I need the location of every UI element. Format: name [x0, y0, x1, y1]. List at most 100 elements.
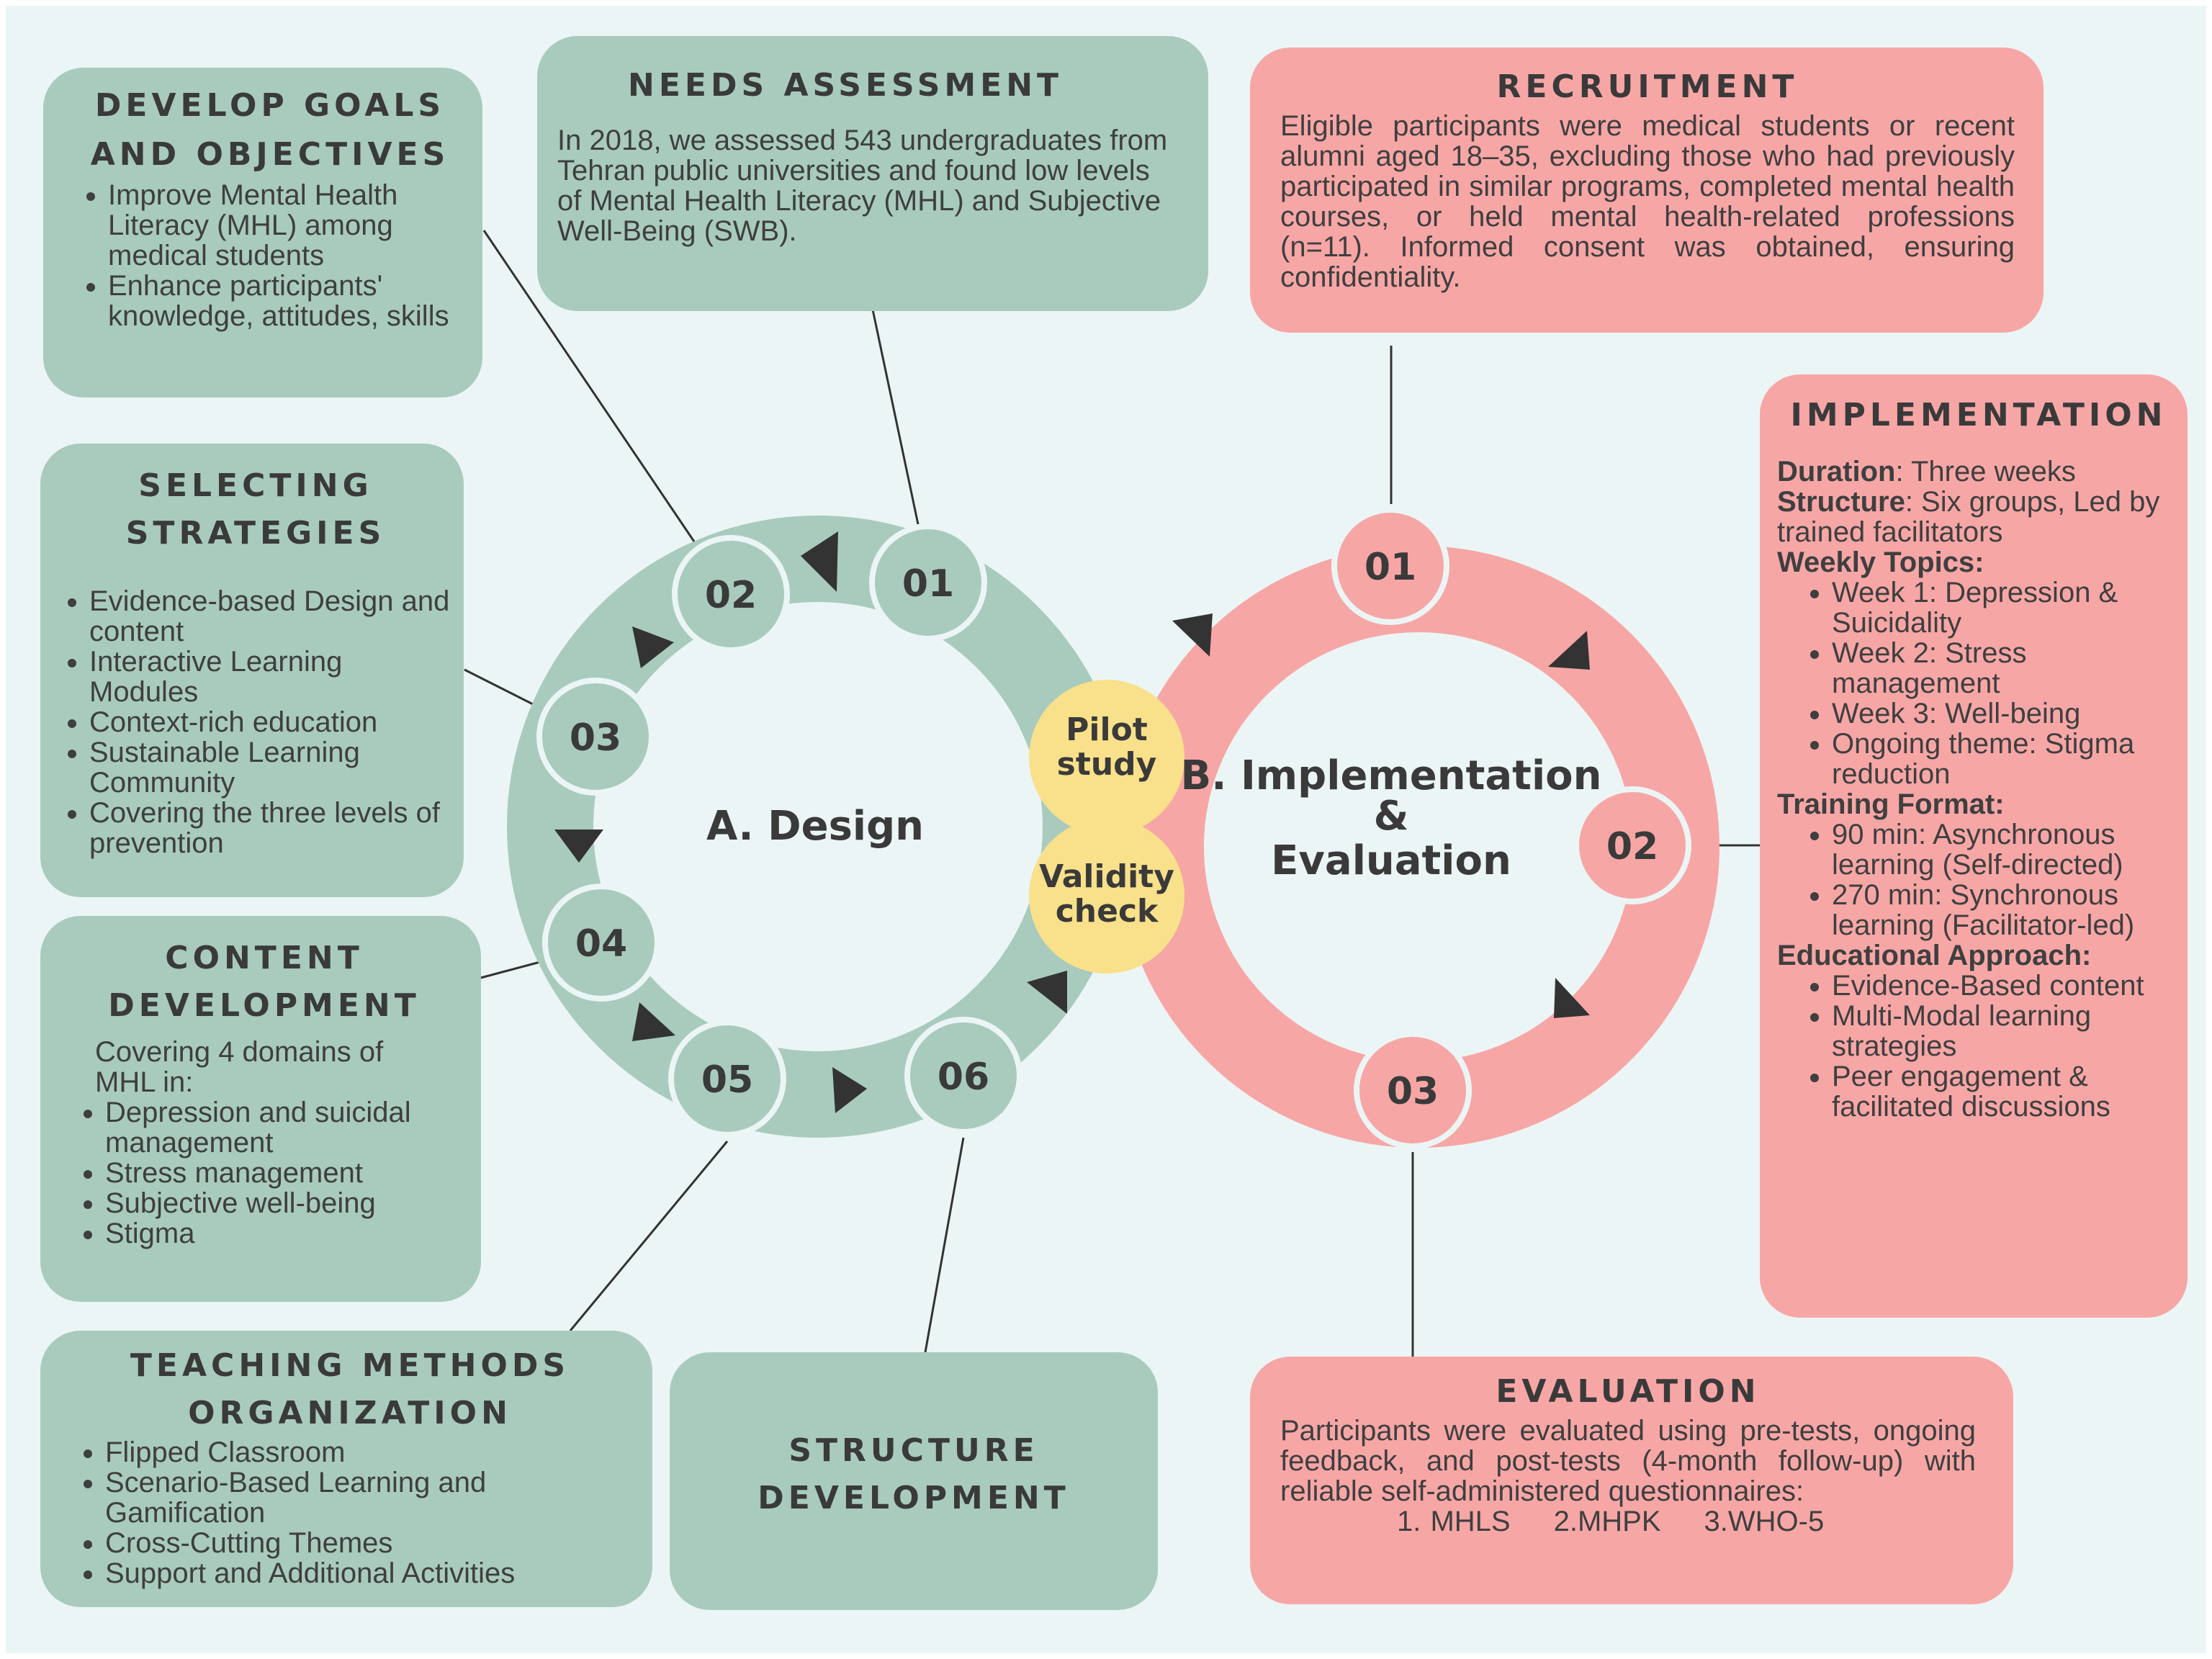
goals-box: DEVELOP GOALS AND OBJECTIVES Improve Men… — [43, 68, 482, 397]
topic-item: Ongoing theme: Stigma reduction — [1832, 729, 2180, 789]
arrow-5 — [832, 1067, 867, 1113]
content-list: Depression and suicidal management Stres… — [55, 1097, 474, 1249]
connector-teaching — [569, 1141, 729, 1331]
implementation-title-line1: B. Implementation — [1181, 752, 1602, 799]
arrow-9 — [1554, 978, 1590, 1018]
goals-title-line2: AND OBJECTIVES — [90, 136, 450, 173]
duration-label: Duration — [1777, 456, 1896, 487]
recruitment-text: Eligible participants were medical stude… — [1280, 110, 2015, 293]
format-list: 90 min: Asynchronous learning (Self-dire… — [1777, 819, 2180, 940]
validity-label-line2: check — [1056, 893, 1159, 930]
teaching-box: TEACHING METHODS ORGANIZATION Flipped Cl… — [40, 1331, 652, 1607]
strategies-item: Sustainable Learning Community — [89, 737, 457, 798]
recruitment-box: RECRUITMENT Eligible participants were m… — [1250, 48, 2044, 333]
design-center — [595, 603, 1041, 1050]
design-step-02: 02 — [705, 574, 757, 617]
impl-step-01: 01 — [1364, 546, 1416, 589]
topics-list: Week 1: Depression & Suicidality Week 2:… — [1777, 577, 2180, 789]
connector-goals — [482, 230, 698, 547]
step-circle-06 — [904, 1017, 1022, 1135]
approach-label: Educational Approach: — [1777, 940, 2092, 971]
goals-item: Enhance participants' knowledge, attitud… — [108, 271, 475, 331]
implementation-title-line3: Evaluation — [1271, 837, 1511, 884]
evaluation-box: EVALUATION Participants were evaluated u… — [1250, 1357, 2013, 1604]
impl-step-03: 03 — [1387, 1070, 1439, 1113]
topic-item: Week 3: Well-being — [1832, 698, 2180, 729]
teaching-item: Scenario-Based Learning and Gamification — [105, 1467, 645, 1528]
design-step-03: 03 — [570, 716, 621, 760]
questionnaire-2: 2.MHPK — [1553, 1506, 1661, 1537]
strategies-title-line1: SELECTING — [138, 467, 373, 504]
content-item: Stigma — [105, 1218, 474, 1249]
teaching-item: Cross-Cutting Themes — [105, 1528, 645, 1558]
content-item: Depression and suicidal management — [105, 1097, 474, 1158]
arrow-8 — [1548, 631, 1590, 670]
evaluation-title: EVALUATION — [1496, 1373, 1761, 1410]
strategies-item: Covering the three levels of prevention — [89, 798, 457, 858]
structure-box: STRUCTURE DEVELOPMENT — [670, 1352, 1158, 1610]
goals-title-line1: DEVELOP GOALS — [94, 87, 446, 124]
format-item: 90 min: Asynchronous learning (Self-dire… — [1832, 819, 2180, 880]
questionnaire-3: 3.WHO-5 — [1704, 1506, 1825, 1537]
content-item: Stress management — [105, 1158, 474, 1188]
step-circle-04 — [542, 884, 660, 1002]
approach-item: Evidence-Based content — [1832, 971, 2180, 1001]
strategies-item: Evidence-based Design and content — [89, 586, 457, 647]
topics-label: Weekly Topics: — [1777, 547, 1984, 578]
impl-circle-02 — [1573, 786, 1691, 904]
evaluation-text: Participants were evaluated using pre-te… — [1280, 1415, 1976, 1507]
goals-item: Improve Mental Health Literacy (MHL) amo… — [108, 180, 475, 271]
teaching-item: Flipped Classroom — [105, 1437, 645, 1467]
needs-title: NEEDS ASSESSMENT — [628, 67, 1064, 104]
implementation-title-line2: & — [1374, 793, 1409, 840]
design-step-01: 01 — [902, 562, 954, 606]
format-label: Training Format: — [1777, 788, 2005, 820]
content-box: CONTENT DEVELOPMENT Covering 4 domains o… — [40, 916, 481, 1302]
impl-circle-01 — [1331, 507, 1449, 625]
connector-structure — [924, 1137, 965, 1353]
teaching-item: Support and Additional Activities — [105, 1558, 645, 1588]
validity-circle — [1029, 818, 1184, 974]
approach-list: Evidence-Based content Multi-Modal learn… — [1777, 971, 2180, 1122]
content-title-line2: DEVELOPMENT — [108, 987, 421, 1024]
connector-strategies — [464, 668, 542, 710]
approach-item: Multi-Modal learning strategies — [1832, 1001, 2180, 1061]
implementation-arrows — [1172, 613, 1590, 1018]
arrow-2 — [632, 626, 674, 668]
teaching-list: Flipped Classroom Scenario-Based Learnin… — [55, 1437, 645, 1588]
design-step-04: 04 — [575, 922, 627, 966]
arrow-3 — [554, 830, 603, 863]
structure-title-line1: STRUCTURE — [788, 1432, 1039, 1469]
impl-step-circles — [1331, 507, 1691, 1149]
design-step-05: 05 — [701, 1058, 753, 1102]
strategies-item: Interactive Learning Modules — [89, 647, 457, 707]
recruitment-title: RECRUITMENT — [1496, 68, 1799, 105]
strategies-box: SELECTING STRATEGIES Evidence-based Desi… — [40, 444, 464, 897]
needs-box: NEEDS ASSESSMENT In 2018, we assessed 54… — [537, 36, 1208, 311]
topic-item: Week 1: Depression & Suicidality — [1832, 577, 2180, 638]
pilot-label-line1: Pilot — [1066, 711, 1148, 748]
structure-label: Structure — [1777, 486, 1905, 518]
connector-needs — [871, 309, 920, 525]
design-title: A. Design — [706, 803, 924, 850]
topic-item: Week 2: Stress management — [1832, 638, 2180, 698]
arrow-7 — [1172, 613, 1213, 657]
structure-line: Structure: Six groups, Led by trained fa… — [1777, 487, 2180, 547]
implementation-box: IMPLEMENTATION Duration: Three weeks Str… — [1760, 374, 2188, 1318]
pilot-label-line2: study — [1057, 746, 1157, 783]
structure-value: : Six groups, Led by trained facilitator… — [1777, 486, 2160, 548]
step-circle-03 — [536, 678, 655, 796]
impl-step-02: 02 — [1606, 825, 1658, 868]
arrow-6 — [1027, 971, 1067, 1014]
strategies-title-line2: STRATEGIES — [125, 515, 386, 552]
duration-line: Duration: Three weeks — [1777, 457, 2180, 487]
design-step-circles — [536, 523, 1022, 1138]
strategies-item: Context-rich education — [89, 707, 457, 737]
content-title-line1: CONTENT — [165, 940, 364, 976]
connector-content — [475, 961, 541, 981]
arrow-1 — [801, 531, 838, 592]
impl-circle-03 — [1354, 1031, 1472, 1149]
design-step-06: 06 — [938, 1056, 989, 1099]
